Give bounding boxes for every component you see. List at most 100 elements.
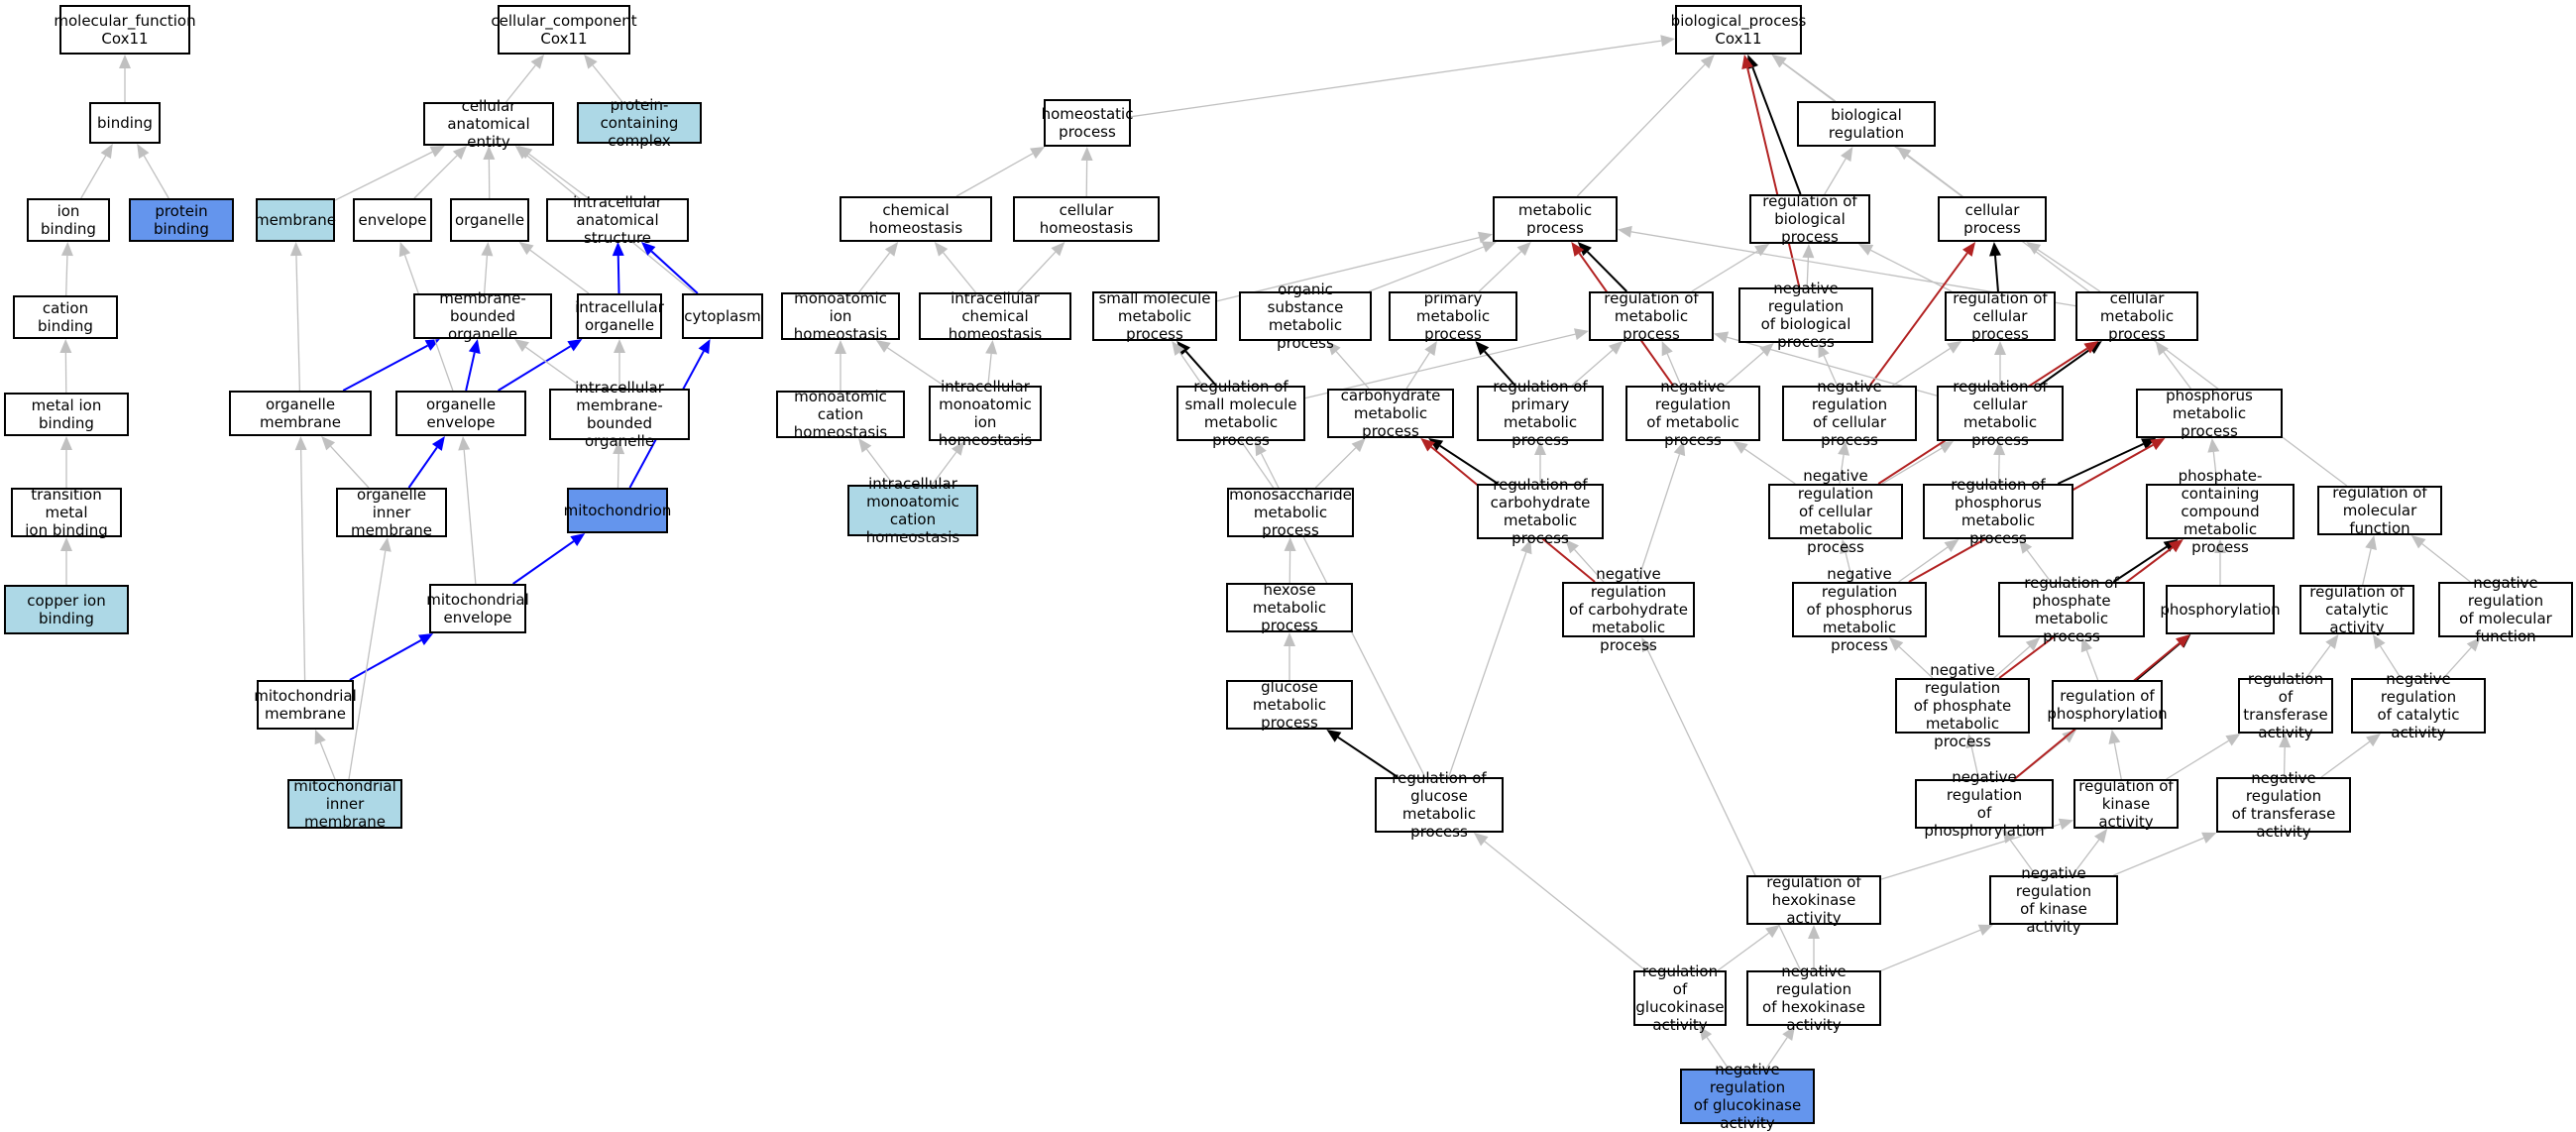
node-reg-phosphorylation[interactable]: regulation of phosphorylation [2052,680,2163,730]
node-mf[interactable]: molecular_function Cox11 [59,5,190,55]
node-neg-reg-phosphate[interactable]: negative regulation of phosphate metabol… [1895,678,2030,734]
node-reg-bp[interactable]: regulation of biological process [1749,194,1870,244]
node-reg-mol-func[interactable]: regulation of molecular function [2317,486,2442,535]
edge-io-to-ias [618,256,619,293]
node-neg-reg-met[interactable]: negative regulation of metabolic process [1625,386,1760,441]
node-carb-met[interactable]: carbohydrate metabolic process [1327,389,1454,438]
node-reg-transferase[interactable]: regulation of transferase activity [2238,678,2333,734]
node-neg-reg-transferase[interactable]: negative regulation of transferase activ… [2216,777,2351,833]
node-org-envelope[interactable]: organelle envelope [395,391,526,436]
node-bio-reg[interactable]: biological regulation [1797,101,1936,147]
node-org-sub[interactable]: organic substance metabolic process [1239,291,1372,341]
node-reg-phos-met[interactable]: regulation of phosphorus metabolic proce… [1923,484,2073,539]
node-cell-met[interactable]: cellular metabolic process [2075,291,2198,341]
node-reg-carb[interactable]: regulation of carbohydrate metabolic pro… [1477,484,1604,539]
node-neg-reg-hexokinase[interactable]: negative regulation of hexokinase activi… [1746,970,1881,1026]
node-reg-phosphate[interactable]: regulation of phosphate metabolic proces… [1998,582,2145,637]
node-organelle[interactable]: organelle [450,198,529,242]
node-reg-primary[interactable]: regulation of primary metabolic process [1477,386,1604,441]
node-cytoplasm[interactable]: cytoplasm [682,293,763,339]
edge-chem_homeo-to-homeostatic [956,154,1033,196]
node-cc[interactable]: cellular_component Cox11 [498,5,630,55]
edge-reg_bp-to-bio_reg [1825,159,1846,194]
node-metal-ion-binding[interactable]: metal ion binding [4,393,129,436]
edge-reg_phosphorylation-to-reg_phosphate [2086,650,2097,680]
edge-arrowhead [1284,632,1295,646]
node-neg-reg-mol-func[interactable]: negative regulation of molecular functio… [2438,582,2573,637]
node-reg-cell-met[interactable]: regulation of cellular metabolic process [1937,386,2064,441]
node-copper-ion-binding[interactable]: copper ion binding [4,585,129,634]
edge-arrowhead [137,144,149,159]
node-mbo[interactable]: membrane-bounded organelle [413,293,552,339]
edge-arrowhead [290,242,302,256]
node-io[interactable]: intracellular organelle [577,293,662,339]
node-org-membrane[interactable]: organelle membrane [229,391,372,436]
node-homeostatic[interactable]: homeostatic process [1044,99,1131,147]
node-icch[interactable]: intracellular chemical homeostasis [919,292,1071,340]
edge-reg_bp-to-bp [1752,67,1800,194]
node-reg-glucokinase[interactable]: regulation of glucokinase activity [1633,970,1727,1026]
node-org-inner[interactable]: organelle inner membrane [336,488,447,537]
edge-org_envelope-to-mbo [466,353,475,391]
node-transition-metal[interactable]: transition metal ion binding [11,488,122,537]
node-mito-inner[interactable]: mitochondrial inner membrane [287,779,402,829]
node-imbo[interactable]: intracellular membrane-bounded organelle [549,389,690,440]
node-hexose[interactable]: hexose metabolic process [1226,583,1353,632]
edge-arrowhead [1841,147,1852,162]
node-primary-met[interactable]: primary metabolic process [1389,291,1517,341]
node-cation-binding[interactable]: cation binding [13,295,118,339]
node-chem-homeo[interactable]: chemical homeostasis [840,196,992,242]
node-mitochondrion[interactable]: mitochondrion [567,488,668,533]
node-reg-met[interactable]: regulation of metabolic process [1589,291,1714,341]
node-neg-reg-kinase[interactable]: negative regulation of kinase activity [1989,875,2118,925]
node-small-mol[interactable]: small molecule metabolic process [1092,291,1217,341]
node-glucose[interactable]: glucose metabolic process [1226,680,1353,730]
node-metabolic[interactable]: metabolic process [1493,196,1618,242]
node-mono-met[interactable]: monosaccharide metabolic process [1227,488,1354,537]
node-bp[interactable]: biological_process Cox11 [1675,5,1802,55]
node-reg-small[interactable]: regulation of small molecule metabolic p… [1176,386,1305,441]
edge-org_inner-to-org_membrane [331,446,369,488]
node-reg-hexokinase[interactable]: regulation of hexokinase activity [1746,875,1881,925]
edge-arrowhead [1714,332,1729,344]
node-reg-kinase[interactable]: regulation of kinase activity [2073,779,2179,829]
node-neg-reg-bp[interactable]: negative regulation of biological proces… [1738,287,1873,343]
node-binding[interactable]: binding [89,102,161,144]
node-mac-homeo[interactable]: monoatomic cation homeostasis [776,391,905,438]
node-reg-glucose[interactable]: regulation of glucose metabolic process [1375,777,1504,833]
node-neg-reg-carb[interactable]: negative regulation of carbohydrate meta… [1562,582,1695,637]
node-imac-homeo[interactable]: intracellular monoatomic cation homeosta… [847,485,978,536]
node-protein-binding[interactable]: protein binding [129,198,234,242]
node-neg-reg-cell-met[interactable]: negative regulation of cellular metaboli… [1768,484,1903,539]
node-cell-homeo[interactable]: cellular homeostasis [1013,196,1160,242]
node-envelope[interactable]: envelope [353,198,432,242]
node-mito-env[interactable]: mitochondrial envelope [429,584,526,633]
edge-metabolic-to-bp [1577,64,1705,196]
node-neg-reg-phosphorylation[interactable]: negative regulation of phosphorylation [1915,779,2054,829]
edge-cation_binding-to-ion_binding [66,256,67,295]
node-pcc[interactable]: protein-containing complex [577,102,702,144]
node-membrane[interactable]: membrane [256,198,335,242]
node-reg-cell-proc[interactable]: regulation of cellular process [1945,291,2056,341]
node-reg-cat[interactable]: regulation of catalytic activity [2299,585,2414,634]
node-mai-homeo[interactable]: monoatomic ion homeostasis [781,292,900,340]
node-imai-homeo[interactable]: intracellular monoatomic ion homeostasis [929,386,1042,441]
edge-arrowhead [2094,829,2107,844]
node-neg-reg-phos-met[interactable]: negative regulation of phosphorus metabo… [1792,582,1927,637]
node-mito-membrane[interactable]: mitochondrial membrane [257,680,354,730]
node-cae[interactable]: cellular anatomical entity [423,102,554,146]
edge-arrowhead [380,537,392,552]
node-pccmp[interactable]: phosphate-containing compound metabolic … [2146,484,2295,539]
node-ion-binding[interactable]: ion binding [27,198,110,242]
node-neg-reg-glucokinase[interactable]: negative regulation of glucokinase activ… [1680,1069,1815,1124]
edge-arrowhead [614,339,625,353]
edge-arrowhead [1424,341,1437,356]
node-ias[interactable]: intracellular anatomical structure [546,198,689,242]
node-cellular-proc[interactable]: cellular process [1938,196,2047,242]
node-phosphorylation[interactable]: phosphorylation [2166,585,2275,634]
edge-ias-to-cae [529,154,589,198]
node-neg-reg-cat[interactable]: negative regulation of catalytic activit… [2351,678,2486,734]
node-neg-reg-cell-proc[interactable]: negative regulation of cellular process [1782,386,1917,441]
node-phos-met[interactable]: phosphorus metabolic process [2136,389,2283,438]
